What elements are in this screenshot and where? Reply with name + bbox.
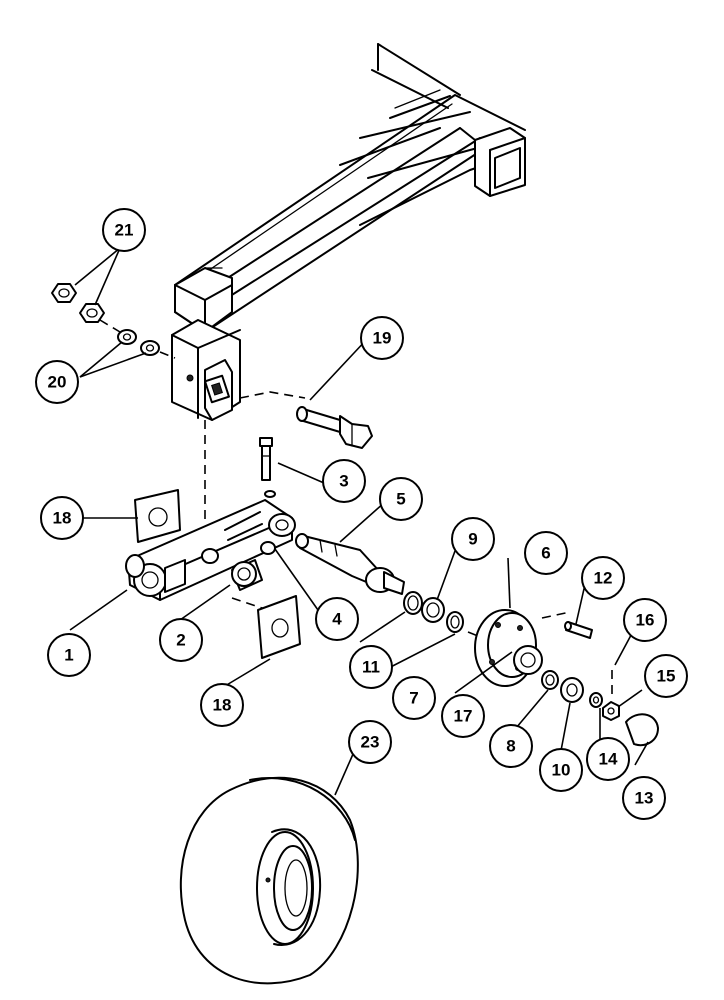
callout-8-text: 8 xyxy=(506,737,515,756)
callout-10-text: 10 xyxy=(552,761,571,780)
spindle-arm xyxy=(125,499,296,601)
callout-13: 13 xyxy=(622,776,666,820)
callout-3: 3 xyxy=(322,459,366,503)
callout-1: 1 xyxy=(47,633,91,677)
clevis-bracket xyxy=(171,319,241,421)
callout-6: 6 xyxy=(524,531,568,575)
callout-11: 11 xyxy=(349,645,393,689)
callout-6-text: 6 xyxy=(541,544,550,563)
callout-2-text: 2 xyxy=(176,631,185,650)
callout-17: 17 xyxy=(441,694,485,738)
callout-20: 20 xyxy=(35,360,79,404)
callout-17-text: 17 xyxy=(454,707,473,726)
callout-7: 7 xyxy=(392,676,436,720)
callout-5-text: 5 xyxy=(396,490,405,509)
callout-1-text: 1 xyxy=(64,646,73,665)
callout-15: 15 xyxy=(644,654,688,698)
callout-23: 23 xyxy=(348,720,392,764)
callout-18-upper: 18 xyxy=(40,496,84,540)
callout-15-text: 15 xyxy=(657,667,676,686)
callout-9: 9 xyxy=(451,517,495,561)
callout-10: 10 xyxy=(539,748,583,792)
callout-19: 19 xyxy=(360,316,404,360)
bolt-19 xyxy=(239,391,373,449)
callout-2: 2 xyxy=(159,618,203,662)
callout-12-text: 12 xyxy=(594,569,613,588)
leader-lines xyxy=(69,247,649,796)
bushing-2 xyxy=(231,559,263,591)
callout-7-text: 7 xyxy=(409,689,418,708)
tire-23 xyxy=(179,776,359,985)
nuts xyxy=(51,283,105,323)
callout-16-text: 16 xyxy=(636,611,655,630)
callout-21-text: 21 xyxy=(115,221,134,240)
callout-8: 8 xyxy=(489,724,533,768)
callout-18-lower: 18 xyxy=(200,683,244,727)
callout-16: 16 xyxy=(623,598,667,642)
callout-13-text: 13 xyxy=(635,789,654,808)
outer-bearing-parts xyxy=(541,670,659,747)
callout-11-text: 11 xyxy=(362,658,380,677)
callout-20-text: 20 xyxy=(48,373,67,392)
callout-14: 14 xyxy=(586,737,630,781)
callout-4: 4 xyxy=(315,597,359,641)
frame-arm xyxy=(174,43,526,333)
callout-18-lower-text: 18 xyxy=(213,696,232,715)
callout-21: 21 xyxy=(102,208,146,252)
callout-3-text: 3 xyxy=(339,472,348,491)
callout-9-text: 9 xyxy=(468,530,477,549)
plate-18-lower xyxy=(231,595,301,659)
callout-5: 5 xyxy=(379,477,423,521)
bolt-3 xyxy=(259,437,276,498)
callout-12: 12 xyxy=(581,556,625,600)
seal-bearing-race xyxy=(403,591,464,633)
callout-18-upper-text: 18 xyxy=(53,509,72,528)
callout-23-text: 23 xyxy=(361,733,380,752)
hub-6 xyxy=(467,609,593,687)
plate-18-upper xyxy=(134,489,181,543)
washers xyxy=(99,319,176,359)
spindle-5 xyxy=(295,533,405,595)
callout-14-text: 14 xyxy=(599,750,618,769)
callout-19-text: 19 xyxy=(373,329,392,348)
callout-4-text: 4 xyxy=(332,610,342,629)
